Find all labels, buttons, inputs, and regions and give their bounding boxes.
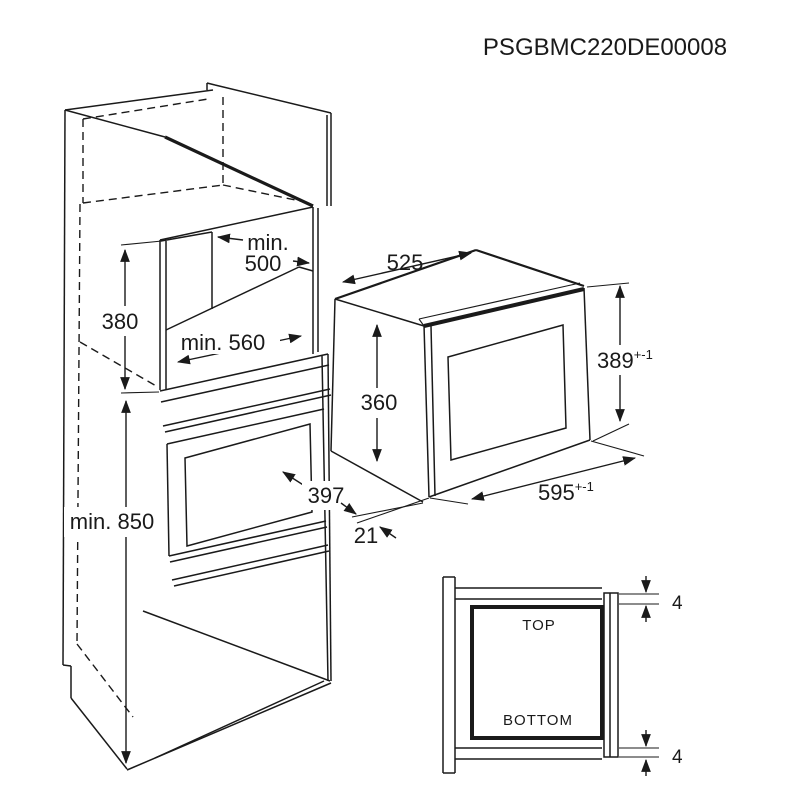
dim-niche-width: min. 500 — [216, 230, 311, 276]
frame-projection-label: 21 — [354, 523, 378, 548]
frame-height-label: 389+-1 — [597, 347, 653, 373]
dim-base-height: min. 850 — [64, 399, 160, 765]
dim-bottom-gap: 4 — [619, 730, 683, 776]
niche-depth-label: min. 560 — [181, 330, 265, 355]
bottom-gap-label: 4 — [672, 747, 683, 768]
base-height-label: min. 850 — [70, 509, 154, 534]
dim-frame-projection: 21 — [340, 502, 397, 548]
dim-door-width: 397 — [282, 471, 350, 510]
dim-top-gap: 4 — [619, 576, 683, 622]
dim-niche-depth: min. 560 — [168, 330, 303, 365]
body-height-label: 360 — [361, 390, 398, 415]
top-gap-label: 4 — [672, 593, 683, 614]
dim-frame-width: 595+-1 — [429, 440, 645, 505]
door-width-label: 397 — [308, 483, 345, 508]
detail-bottom-label: BOTTOM — [503, 712, 573, 729]
dim-body-width: 525 — [341, 250, 473, 285]
body-width-label: 525 — [387, 250, 424, 275]
dim-niche-height: 380 — [97, 240, 163, 394]
model-number: PSGBMC220DE00008 — [483, 34, 727, 61]
cabinet-drawing — [62, 82, 332, 771]
dim-frame-height: 389+-1 — [586, 282, 664, 442]
dim-body-height: 360 — [355, 323, 403, 463]
clearance-detail-drawing: TOP BOTTOM — [442, 576, 619, 774]
frame-section — [603, 592, 619, 758]
microwave-window — [447, 324, 567, 461]
oven-door-panel — [184, 423, 313, 547]
detail-top-label: TOP — [522, 617, 556, 634]
microwave-section — [470, 605, 604, 740]
niche-width-label-value: 500 — [245, 251, 282, 276]
niche-height-label: 380 — [102, 309, 139, 334]
frame-width-label: 595+-1 — [538, 479, 594, 505]
niche-width-label-min: min. — [247, 230, 289, 255]
